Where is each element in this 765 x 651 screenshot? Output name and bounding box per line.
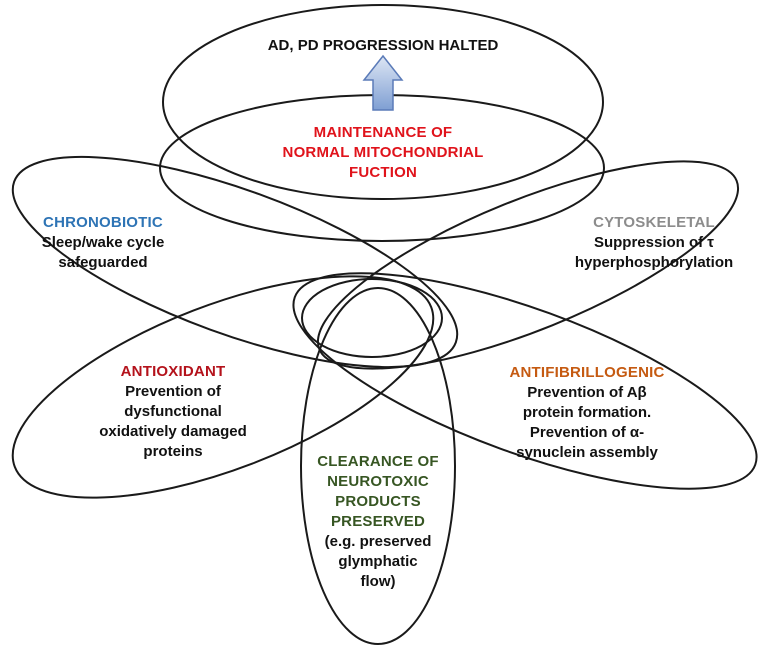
antioxidant-line: Prevention of xyxy=(125,383,221,400)
clearance-petal xyxy=(300,287,456,645)
antioxidant-petal xyxy=(11,275,435,499)
antifibrillogenic-title: ANTIFIBRILLOGENIC xyxy=(509,364,665,381)
antifibrillogenic-line: protein formation. xyxy=(522,404,652,421)
clearance-line: glymphatic xyxy=(338,553,418,570)
center-ellipse xyxy=(301,278,443,358)
chronobiotic-line: safeguarded xyxy=(58,254,148,271)
mitochondria-line: MAINTENANCE OF xyxy=(313,124,453,141)
outcome-ellipse xyxy=(162,4,604,200)
clearance-label: CLEARANCE OF NEUROTOXIC PRODUCTS PRESERV… xyxy=(303,452,453,592)
chronobiotic-label: CHRONOBIOTIC Sleep/wake cycle safeguarde… xyxy=(18,213,188,273)
outcome-label: AD, PD PROGRESSION HALTED xyxy=(233,36,533,56)
mitochondria-line: FUCTION xyxy=(348,164,418,181)
antifibrillogenic-line: Prevention of Aβ xyxy=(527,384,647,401)
antifibrillogenic-line: Prevention of α- xyxy=(529,424,645,441)
clearance-title-line: NEUROTOXIC xyxy=(327,473,429,490)
clearance-title-line: CLEARANCE OF xyxy=(317,453,439,470)
clearance-line: (e.g. preserved xyxy=(324,533,432,550)
antioxidant-label: ANTIOXIDANT Prevention of dysfunctional … xyxy=(78,362,268,462)
chronobiotic-petal xyxy=(11,155,459,369)
cytoskeletal-line: hyperphosphorylation xyxy=(574,254,734,271)
mitochondria-line: NORMAL MITOCHONDRIAL xyxy=(282,144,484,161)
cytoskeletal-title: CYTOSKELETAL xyxy=(593,214,715,231)
chronobiotic-title: CHRONOBIOTIC xyxy=(43,214,163,231)
antioxidant-line: dysfunctional xyxy=(124,403,222,420)
antifibrillogenic-line: synuclein assembly xyxy=(516,444,658,461)
outcome-text: AD, PD PROGRESSION HALTED xyxy=(267,37,499,54)
clearance-line: flow) xyxy=(360,573,396,590)
antioxidant-line: proteins xyxy=(143,443,203,460)
antioxidant-title: ANTIOXIDANT xyxy=(120,363,226,380)
cytoskeletal-label: CYTOSKELETAL Suppression of τ hyperphosp… xyxy=(559,213,749,273)
clearance-title-line: PRODUCTS xyxy=(335,493,421,510)
cytoskeletal-line: Suppression of τ xyxy=(593,234,715,251)
mitochondria-label: MAINTENANCE OF NORMAL MITOCHONDRIAL FUCT… xyxy=(228,123,538,183)
antifibrillogenic-petal xyxy=(292,272,758,490)
chronobiotic-line: Sleep/wake cycle xyxy=(41,234,165,251)
antifibrillogenic-label: ANTIFIBRILLOGENIC Prevention of Aβ prote… xyxy=(492,363,682,463)
antioxidant-line: oxidatively damaged xyxy=(99,423,247,440)
clearance-title-line: PRESERVED xyxy=(330,513,426,530)
up-arrow-icon xyxy=(362,54,404,111)
